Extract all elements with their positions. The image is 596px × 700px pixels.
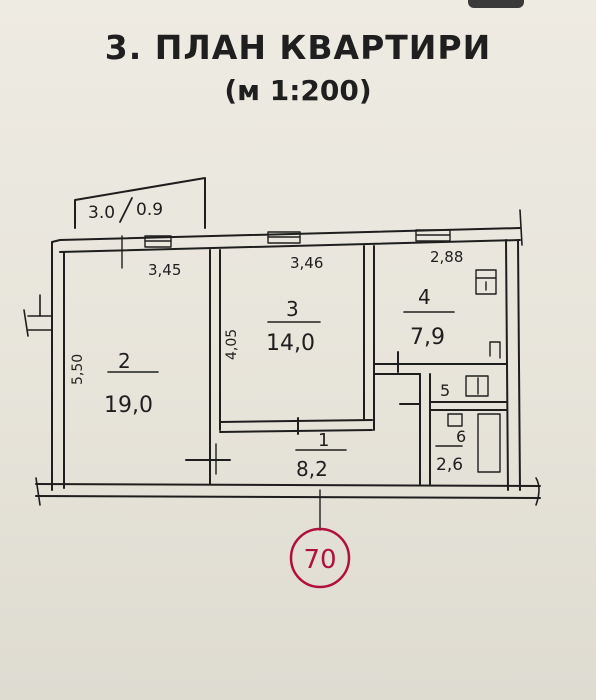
balcony-depth: 0.9: [136, 200, 163, 220]
room3-area: 14,0: [266, 331, 315, 356]
room4-area: 7,9: [410, 325, 445, 350]
fixtures: [447, 269, 501, 473]
plan-scale: (м 1:200): [224, 74, 372, 107]
room2-width-label: 3,45: [148, 261, 181, 279]
room3-depth-label: 4,05: [224, 329, 240, 360]
stamp-number: 70: [303, 545, 336, 575]
room2-depth-label: 5,50: [70, 354, 86, 385]
room6-number: 6: [456, 427, 466, 446]
screen-edge-tab: [468, 0, 524, 8]
room1-area: 8,2: [296, 457, 328, 481]
interior-walls: [185, 245, 507, 485]
room5-number: 5: [440, 381, 450, 400]
plan-title: 3. ПЛАН КВАРТИРИ: [104, 28, 492, 67]
room2-area: 19,0: [104, 393, 153, 418]
room4-number: 4: [418, 285, 431, 309]
room6-area: 2,6: [436, 455, 463, 475]
dimension-marks: [107, 235, 463, 531]
windows: [144, 229, 451, 248]
balcony: [74, 177, 206, 229]
room1-number: 1: [318, 430, 329, 451]
room3-width-label: 3,46: [290, 254, 323, 272]
side-marks: [23, 294, 53, 337]
balcony-width: 3.0: [88, 203, 115, 223]
room2-number: 2: [118, 349, 131, 373]
number-stamp: 70: [289, 527, 351, 589]
plan-labels: 3.0 0.9 3,45 3,46 2,88 5,50 4,05 2 19,0 …: [70, 200, 466, 481]
room3-number: 3: [286, 297, 299, 321]
room4-width-label: 2,88: [430, 248, 463, 266]
exterior-walls: [35, 209, 541, 506]
